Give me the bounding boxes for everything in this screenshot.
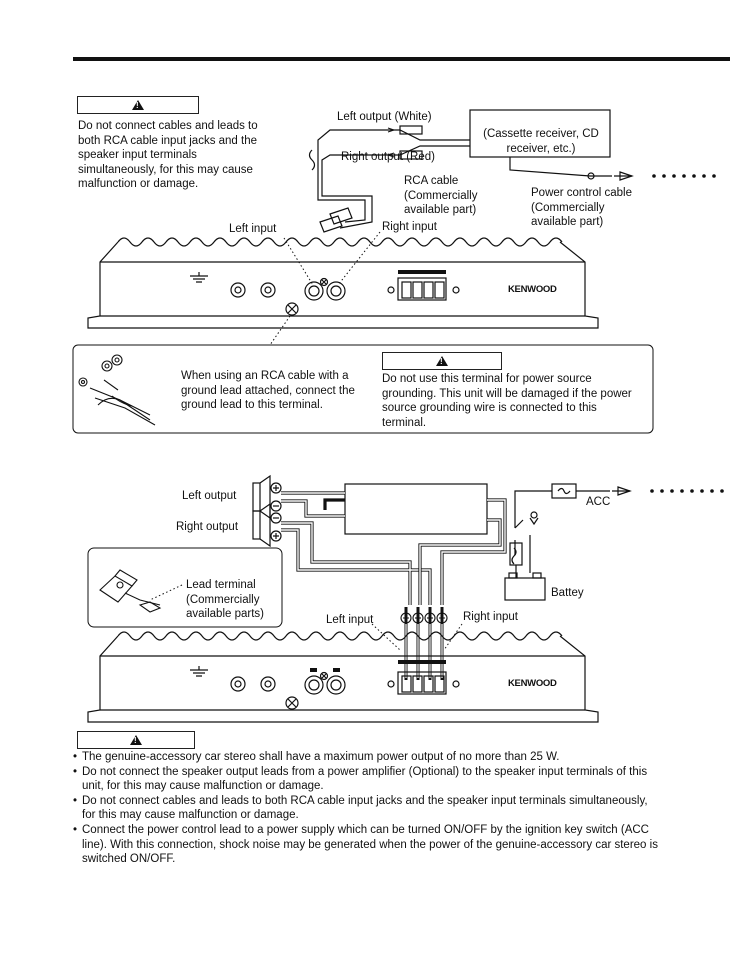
battery-label: Battey — [551, 587, 584, 599]
ground-terminal-text: When using an RCA cable with a ground le… — [181, 370, 355, 411]
warning-label — [382, 352, 502, 370]
speaker-icon — [252, 474, 282, 548]
warning-label — [77, 731, 195, 749]
note-item: Do not connect the speaker output leads … — [73, 765, 658, 794]
note-item: Do not connect cables and leads to both … — [73, 794, 658, 823]
warning-label — [77, 96, 199, 114]
ground-warning-text: Do not use this terminal for power sourc… — [382, 373, 632, 429]
right-output-label: Right output — [176, 521, 239, 533]
warning-triangle-icon — [130, 735, 142, 745]
left-output-label: Left output (White) — [337, 111, 432, 123]
brand-logo: KENWOOD — [508, 678, 557, 689]
amplifier-top — [87, 237, 599, 329]
rca-cable-label: RCA cable (Commercially available part) — [404, 175, 478, 216]
acc-label: ACC — [586, 496, 611, 508]
right-output-label: Right output (Red) — [341, 151, 435, 163]
note-item: Connect the power control lead to a powe… — [73, 823, 658, 867]
warning-triangle-icon — [132, 100, 144, 110]
lead-terminal-icon — [99, 569, 162, 613]
note-item: The genuine-accessory car stereo shall h… — [73, 750, 658, 765]
power-control-cable-label: Power control cable (Commercially availa… — [531, 187, 632, 228]
source-unit-box: (Cassette receiver, CD receiver, etc.) — [483, 128, 599, 155]
lead-terminal-label: Lead terminal (Commercially available pa… — [186, 579, 264, 620]
amplifier-bottom — [87, 631, 599, 723]
right-input-label: Right input — [463, 611, 518, 623]
left-output-label: Left output — [182, 490, 237, 502]
brand-logo: KENWOOD — [508, 284, 557, 295]
right-input-label: Right input — [382, 221, 437, 233]
arrow-icon — [386, 127, 396, 158]
left-input-label: Left input — [229, 223, 277, 235]
warning-triangle-icon — [436, 356, 448, 366]
caution-notes-list: The genuine-accessory car stereo shall h… — [73, 750, 658, 867]
top-warning-text: Do not connect cables and leads to both … — [78, 120, 258, 190]
left-input-label: Left input — [326, 614, 374, 626]
ground-lead-icon — [78, 354, 156, 426]
